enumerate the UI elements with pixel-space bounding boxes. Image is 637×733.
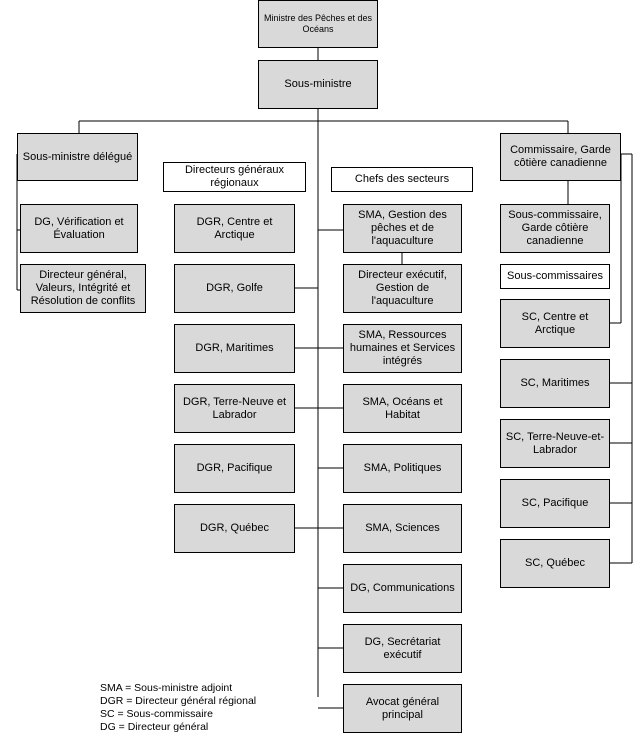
deputy-commissioner-region-box: SC, Pacifique	[500, 479, 610, 528]
sector-box: DG, Communications	[343, 564, 462, 613]
associate-deputy-box: Sous-ministre délégué	[17, 133, 138, 181]
minister-box: Ministre des Pêches et des Océans	[258, 0, 378, 48]
sector-box: SMA, Océans et Habitat	[343, 384, 462, 433]
deputy-commissioner-box: Sous-commissaire, Garde côtière canadien…	[500, 204, 610, 253]
regional-header: Directeurs généraux régionaux	[163, 162, 306, 192]
deputy-commissioners-header: Sous-commissaires	[500, 264, 610, 289]
sector-box: SMA, Politiques	[343, 444, 462, 493]
regional-box: DGR, Maritimes	[174, 324, 295, 373]
coast-guard-box: Commissaire, Garde côtière canadienne	[500, 133, 621, 181]
deputy-commissioner-region-box: SC, Centre et Arctique	[500, 299, 610, 348]
deputy-minister-box: Sous-ministre	[258, 60, 378, 109]
regional-box: DGR, Québec	[174, 504, 295, 553]
regional-box: DGR, Golfe	[174, 264, 295, 313]
sector-box: DG, Secrétariat exécutif	[343, 624, 462, 673]
deputy-commissioner-region-box: SC, Maritimes	[500, 359, 610, 408]
legend-item: SMA = Sous-ministre adjoint	[100, 682, 233, 694]
regional-box: DGR, Pacifique	[174, 444, 295, 493]
sector-box: SMA, Ressources humaines et Services int…	[343, 324, 462, 373]
abbreviation-legend: SMA = Sous-ministre adjoint DGR = Direct…	[100, 682, 256, 733]
sector-box: Avocat général principal	[343, 684, 462, 733]
deputy-commissioner-region-box: SC, Terre-Neuve-et-Labrador	[500, 419, 610, 468]
left-unit-box: Directeur général, Valeurs, Intégrité et…	[20, 264, 146, 313]
regional-box: DGR, Centre et Arctique	[174, 204, 295, 253]
left-unit-box: DG, Vérification et Évaluation	[20, 204, 138, 253]
legend-item: DGR = Directeur général régional	[100, 695, 257, 707]
sector-box: Directeur exécutif, Gestion de l'aquacul…	[343, 264, 462, 313]
deputy-commissioner-region-box: SC, Québec	[500, 539, 610, 588]
sector-box: SMA, Sciences	[343, 504, 462, 553]
legend-item: DG = Directeur général	[100, 721, 209, 733]
sector-box: SMA, Gestion des pêches et de l'aquacult…	[343, 204, 462, 253]
legend-item: SC = Sous-commissaire	[100, 708, 213, 720]
regional-box: DGR, Terre-Neuve et Labrador	[174, 384, 295, 433]
sector-header: Chefs des secteurs	[331, 167, 473, 192]
